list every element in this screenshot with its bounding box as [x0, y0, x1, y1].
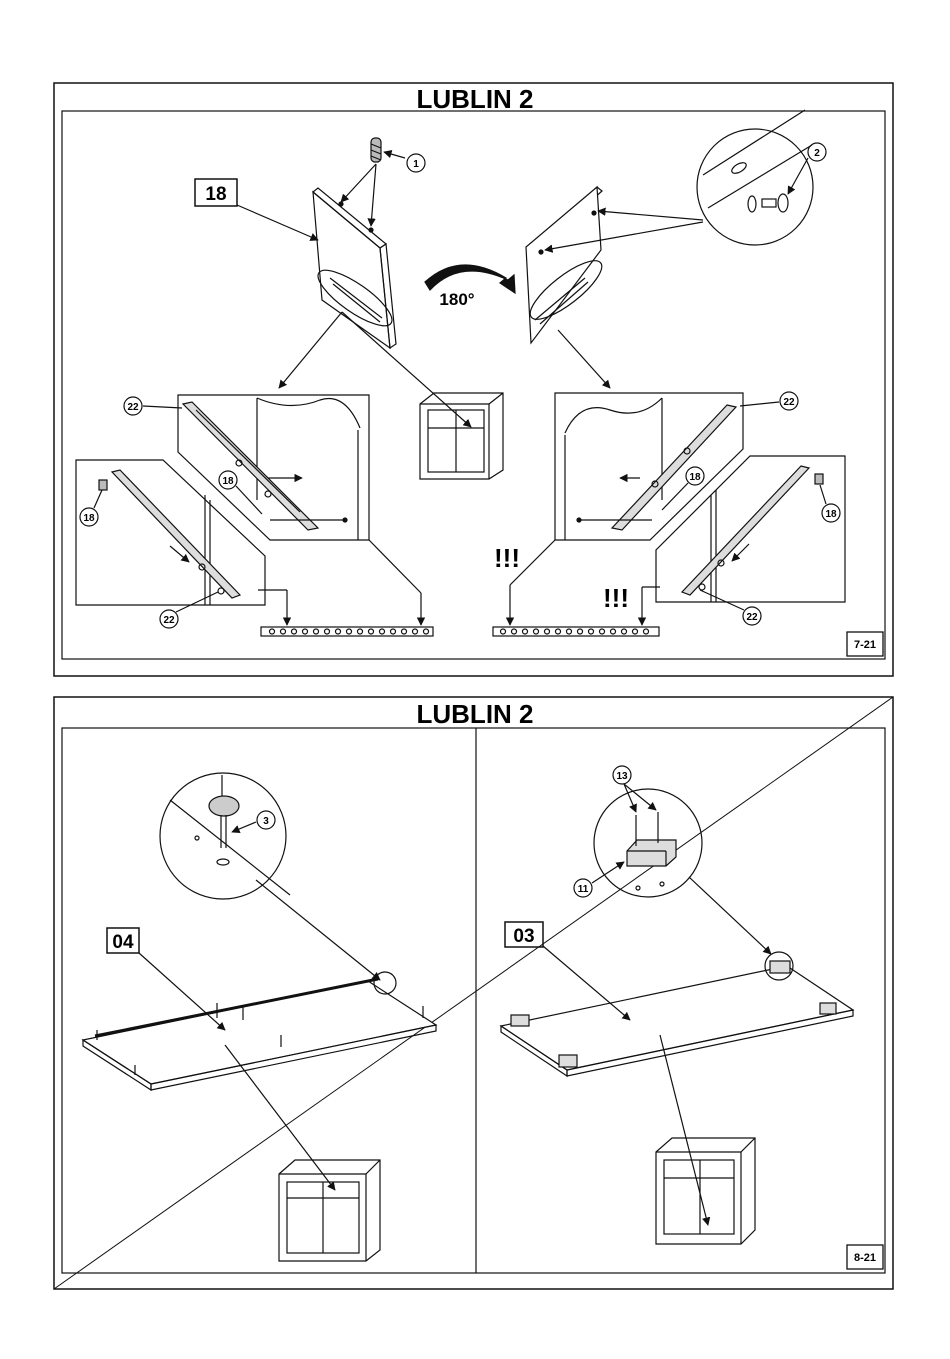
drill-strip-right — [493, 627, 659, 636]
warning-left: !!! — [494, 543, 520, 573]
callout-2: 2 — [814, 148, 820, 159]
board-04 — [83, 972, 436, 1090]
part-label-03: 03 — [513, 926, 534, 947]
detail-screw-2 — [697, 110, 826, 245]
callout-11: 11 — [578, 884, 589, 895]
callout-22-d: 22 — [746, 612, 758, 623]
cabinet-icon — [420, 393, 503, 479]
callout-13: 13 — [616, 771, 628, 782]
rail-assembly-left-lower — [76, 460, 287, 628]
callout-3: 3 — [263, 816, 269, 827]
rotation-arrow-icon — [425, 265, 515, 293]
dowel-icon — [371, 138, 381, 162]
callout-18-d: 18 — [825, 509, 837, 520]
strip-holes-left — [270, 629, 429, 634]
callout-18-a: 18 — [222, 476, 234, 487]
warning-right: !!! — [603, 583, 629, 613]
drill-strip-left — [261, 627, 433, 636]
callout-18-b: 18 — [83, 513, 95, 524]
callout-22-a: 22 — [127, 402, 139, 413]
panel-18-right — [523, 187, 610, 343]
part-label-18: 18 — [205, 184, 226, 205]
callout-22-c: 22 — [783, 397, 795, 408]
callout-1: 1 — [413, 159, 419, 170]
strip-holes-right — [501, 629, 649, 634]
board-03 — [501, 952, 853, 1076]
sheet-top — [54, 83, 893, 676]
callout-22-b: 22 — [163, 615, 175, 626]
page-number-bottom: 8-21 — [854, 1252, 876, 1264]
page-number-top: 7-21 — [854, 639, 876, 651]
part-label-04: 04 — [112, 932, 134, 953]
sheet-bottom-title: LUBLIN 2 — [417, 699, 534, 729]
cabinet-right — [656, 1138, 755, 1244]
sheet-top-title: LUBLIN 2 — [417, 84, 534, 114]
callout-18-c: 18 — [689, 472, 701, 483]
cabinet-left — [279, 1160, 380, 1261]
detail-cam-screw — [160, 773, 290, 899]
sheet-top-inner-frame — [62, 111, 885, 659]
rotation-label: 180° — [439, 290, 474, 309]
rail-assembly-right-lower — [642, 456, 845, 625]
sheet-bottom — [54, 697, 893, 1289]
